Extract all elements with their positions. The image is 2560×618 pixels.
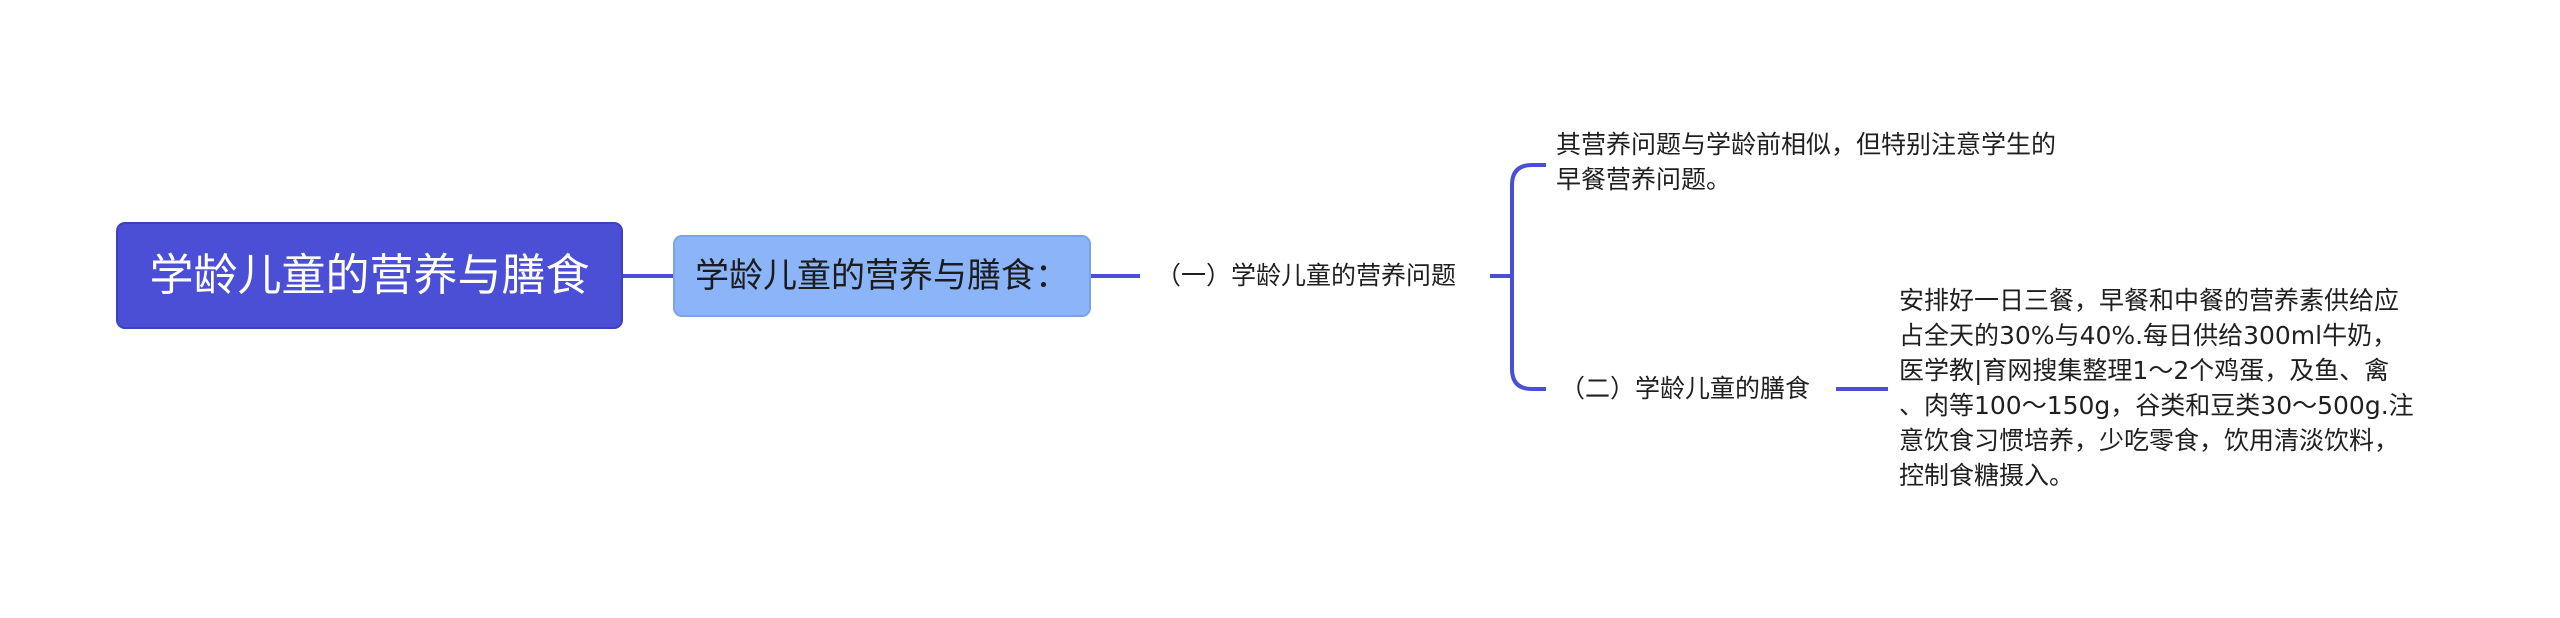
root-node[interactable]: 学龄儿童的营养与膳食	[116, 222, 623, 329]
detail-node-diet[interactable]: 安排好一日三餐，早餐和中餐的营养素供给应 占全天的30%与40%.每日供给300…	[1899, 283, 2459, 493]
detail-line: 医学教|育网搜集整理1～2个鸡蛋，及鱼、禽	[1899, 356, 2390, 385]
subtopic-label: （一）学龄儿童的营养问题	[1156, 261, 1457, 290]
connector-topic1-bracket	[1490, 163, 1546, 391]
detail-line: 控制食糖摄入。	[1899, 461, 2075, 490]
main-topic-label: 学龄儿童的营养与膳食：	[695, 256, 1069, 296]
detail-line: 其营养问题与学龄前相似，但特别注意学生的	[1556, 130, 2057, 159]
detail-line: 、肉等100～150g，谷类和豆类30～500g.注	[1899, 391, 2414, 420]
detail-line: 占全天的30%与40%.每日供给300ml牛奶，	[1899, 321, 2398, 350]
subtopic-node-nutrition-problems[interactable]: （一）学龄儿童的营养问题	[1156, 258, 1456, 294]
detail-line: 早餐营养问题。	[1556, 165, 1732, 194]
main-topic-node[interactable]: 学龄儿童的营养与膳食：	[673, 235, 1091, 317]
subtopic-label: （二）学龄儿童的膳食	[1560, 374, 1811, 403]
detail-line: 安排好一日三餐，早餐和中餐的营养素供给应	[1899, 286, 2400, 315]
detail-node-nutrition-problems[interactable]: 其营养问题与学龄前相似，但特别注意学生的 早餐营养问题。	[1556, 127, 2116, 197]
subtopic-node-diet[interactable]: （二）学龄儿童的膳食	[1560, 371, 1810, 407]
root-node-label: 学龄儿童的营养与膳食	[149, 250, 590, 301]
detail-line: 意饮食习惯培养，少吃零食，饮用清淡饮料，	[1899, 426, 2400, 455]
